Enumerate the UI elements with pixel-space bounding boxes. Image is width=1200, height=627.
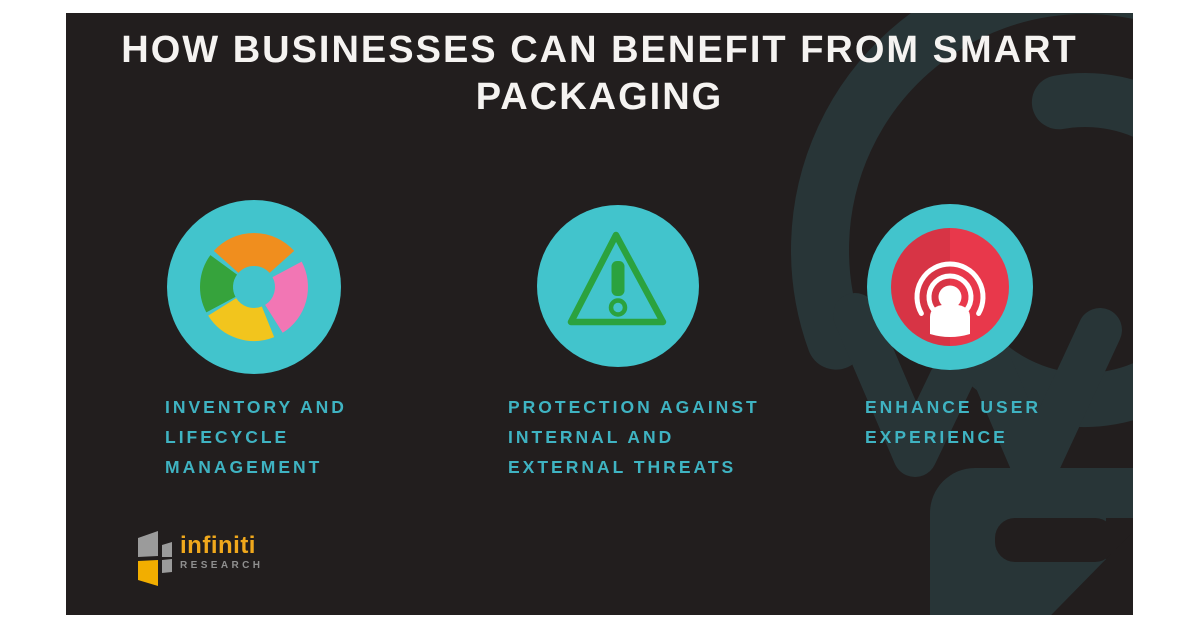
benefit-label-protection: PROTECTION AGAINST INTERNAL AND EXTERNAL… — [508, 392, 760, 482]
logo-name: infiniti — [180, 532, 256, 559]
warning-icon-badge — [537, 205, 699, 367]
benefit-label-inventory: INVENTORY AND LIFECYCLE MANAGEMENT — [165, 392, 347, 482]
infographic-canvas: HOW BUSINESSES CAN BENEFIT FROM SMART PA… — [66, 13, 1133, 615]
broadcast-person-icon — [914, 261, 986, 337]
benefit-label-line: EXPERIENCE — [865, 427, 1008, 447]
benefit-label-line: PROTECTION AGAINST — [508, 397, 760, 417]
page-title: HOW BUSINESSES CAN BENEFIT FROM SMART PA… — [66, 27, 1133, 121]
warning-triangle-icon — [567, 231, 667, 326]
benefit-label-line: INVENTORY AND — [165, 397, 347, 417]
logo-subtitle: RESEARCH — [180, 560, 264, 571]
logo-mark-icon — [138, 531, 172, 586]
page-title-line2: PACKAGING — [475, 76, 724, 118]
benefit-label-line: INTERNAL AND — [508, 427, 675, 447]
benefit-label-experience: ENHANCE USER EXPERIENCE — [865, 392, 1041, 452]
lifecycle-cycle-icon — [200, 233, 308, 341]
benefit-label-line: EXTERNAL THREATS — [508, 457, 737, 477]
benefit-label-line: MANAGEMENT — [165, 457, 323, 477]
benefit-label-line: ENHANCE USER — [865, 397, 1042, 417]
user-experience-icon-badge — [867, 204, 1033, 370]
page-title-line1: HOW BUSINESSES CAN BENEFIT FROM SMART — [121, 29, 1078, 71]
benefit-label-line: LIFECYCLE — [165, 427, 290, 447]
infiniti-research-logo: infiniti RESEARCH — [135, 525, 263, 588]
lifecycle-icon-badge — [167, 200, 341, 374]
